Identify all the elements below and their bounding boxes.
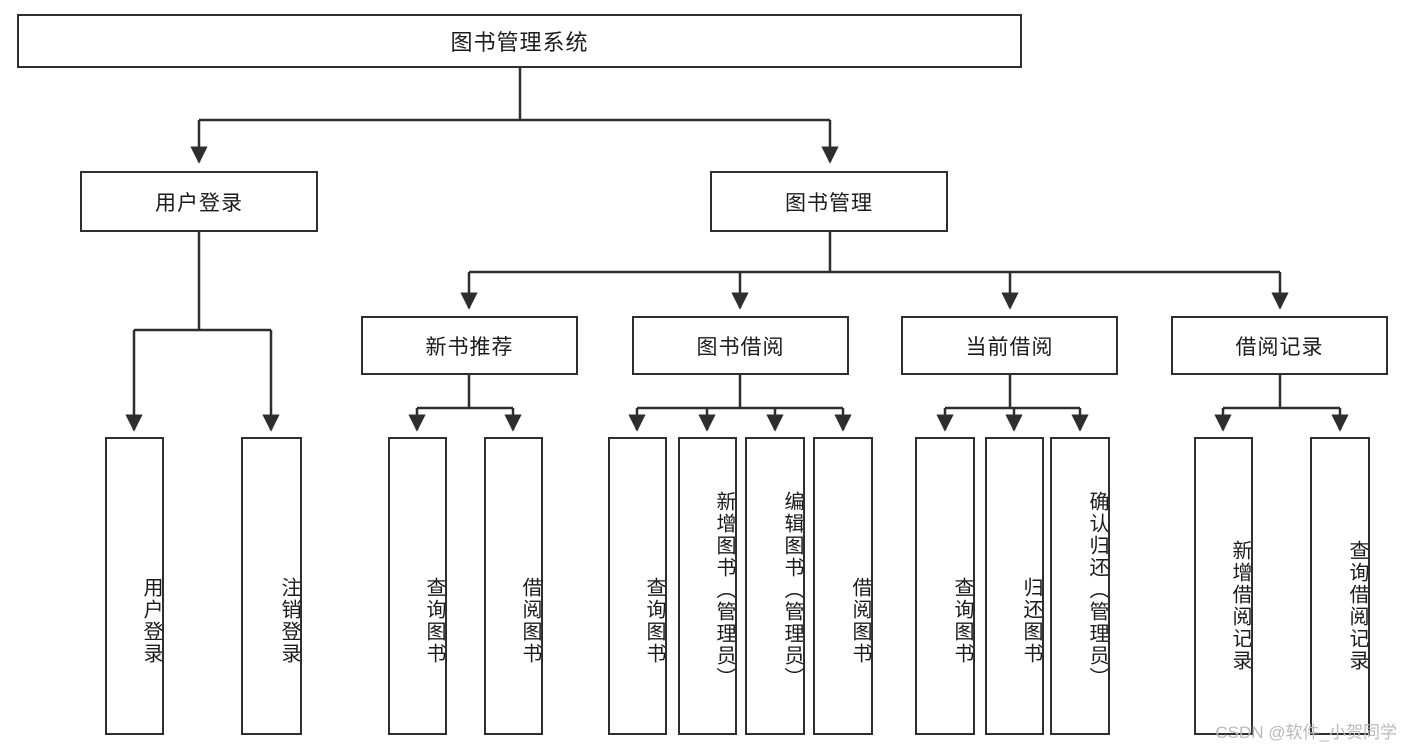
leaf-return-book[interactable]: 归还图书 [985, 437, 1044, 735]
leaf-add-borrow-record[interactable]: 新增借阅记录 [1194, 437, 1253, 735]
leaf-query-book-recommend[interactable]: 查询图书 [388, 437, 447, 735]
leaf-logout[interactable]: 注销登录 [241, 437, 302, 735]
node-root-book-management-system[interactable]: 图书管理系统 [17, 14, 1022, 68]
leaf-query-book-borrow[interactable]: 查询图书 [608, 437, 667, 735]
leaf-user-login[interactable]: 用户登录 [105, 437, 164, 735]
leaf-borrow-book-recommend[interactable]: 借阅图书 [484, 437, 543, 735]
node-new-book-recommend[interactable]: 新书推荐 [361, 316, 578, 375]
node-borrow-records[interactable]: 借阅记录 [1171, 316, 1388, 375]
watermark-credit: CSDN @软件_小贺同学 [1215, 723, 1397, 742]
leaf-add-book-admin[interactable]: 新增图书（管理员） [678, 437, 737, 735]
node-book-management[interactable]: 图书管理 [710, 171, 948, 232]
leaf-edit-book-admin[interactable]: 编辑图书（管理员） [745, 437, 805, 735]
node-current-borrow[interactable]: 当前借阅 [901, 316, 1118, 375]
node-user-login[interactable]: 用户登录 [80, 171, 318, 232]
leaf-query-borrow-record[interactable]: 查询借阅记录 [1310, 437, 1370, 735]
leaf-query-book-current[interactable]: 查询图书 [915, 437, 975, 735]
leaf-confirm-return-admin[interactable]: 确认归还（管理员） [1050, 437, 1110, 735]
node-book-borrow[interactable]: 图书借阅 [632, 316, 849, 375]
leaf-borrow-book-borrow[interactable]: 借阅图书 [813, 437, 873, 735]
